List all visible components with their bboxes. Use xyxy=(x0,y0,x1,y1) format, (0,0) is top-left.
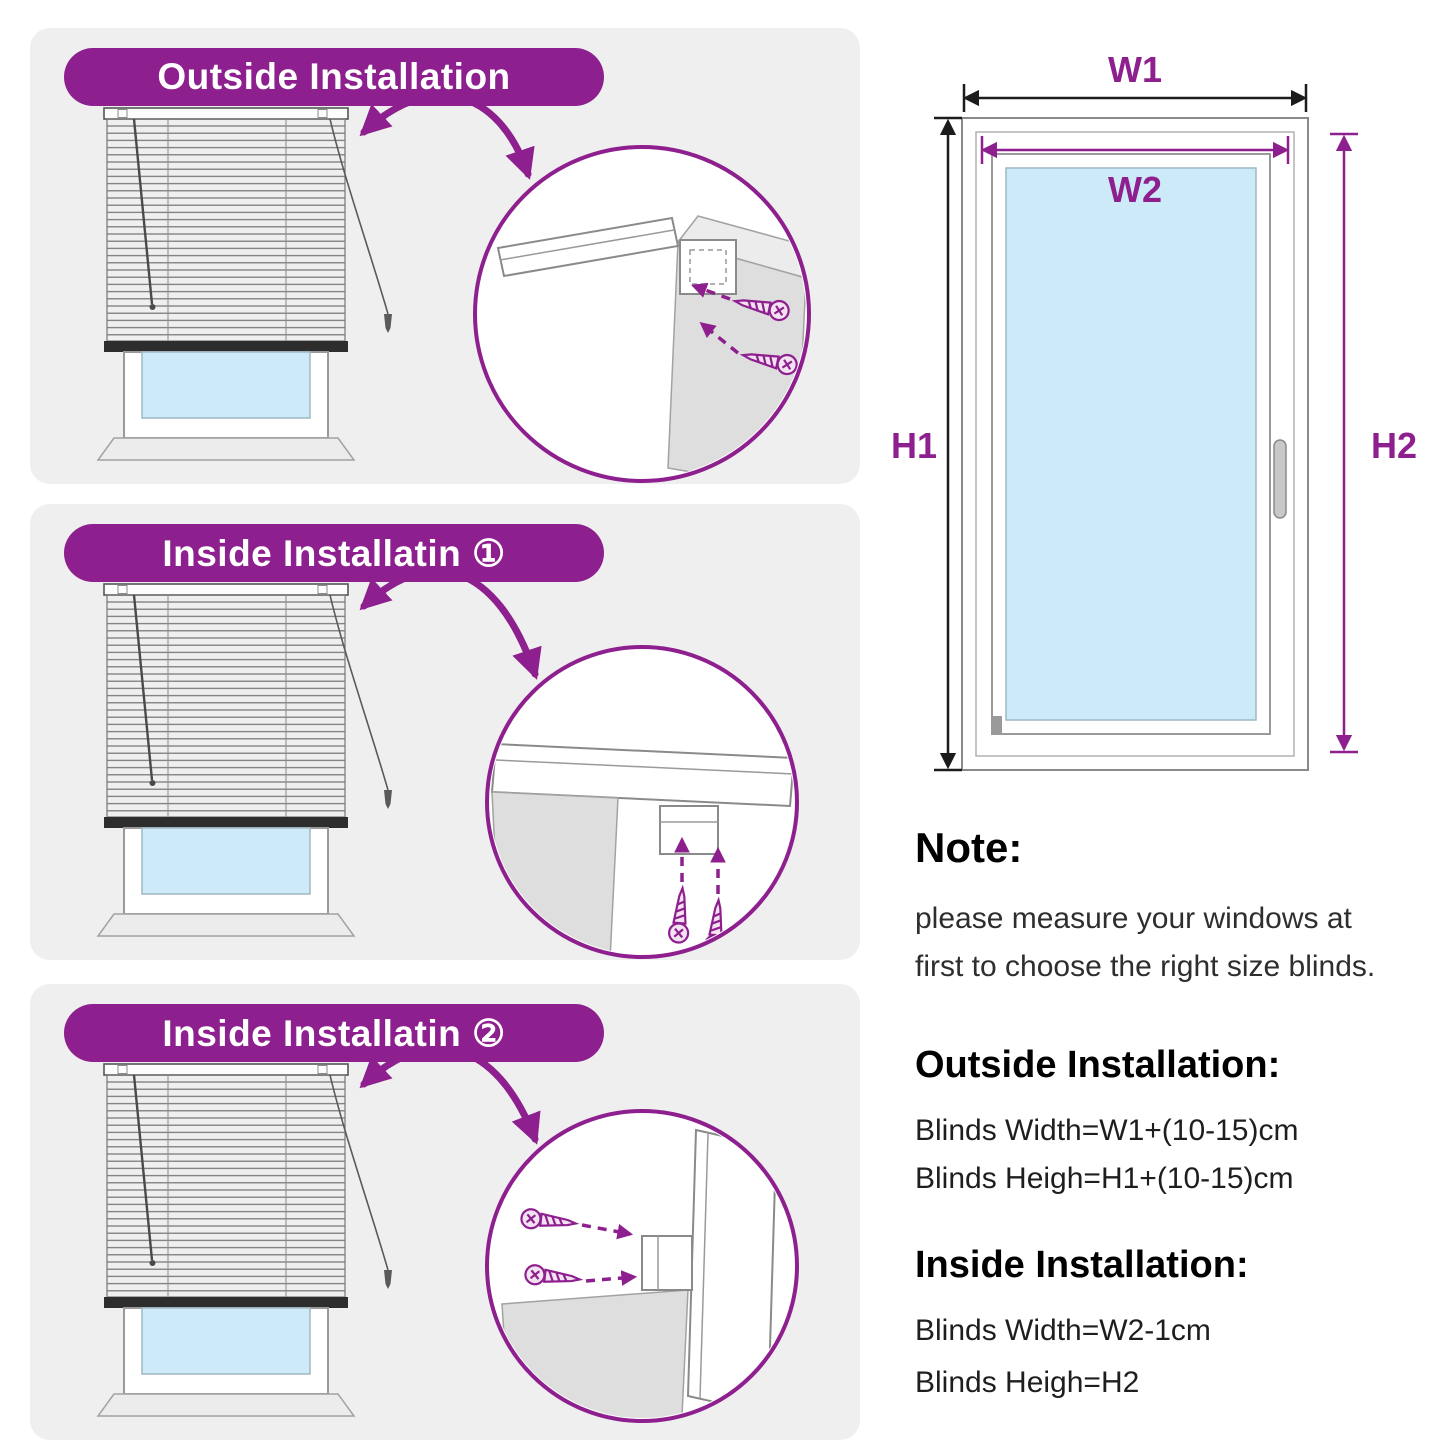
inside-installation-2-illustration xyxy=(96,1044,799,1423)
inside-installation-1-illustration xyxy=(96,567,799,959)
panel-title: Inside Installatin ① xyxy=(162,532,506,574)
inside-height-formula: Blinds Heigh=H2 xyxy=(915,1366,1140,1399)
window-hinge xyxy=(993,716,1002,734)
panel-inside-installation-1: Inside Installatin ① xyxy=(30,504,860,960)
panel-title-banner: Inside Installatin ① xyxy=(64,524,604,582)
panel-outside-installation: Outside Installation xyxy=(30,28,860,484)
w1-label: W1 xyxy=(1108,49,1162,90)
blinds-drawing xyxy=(96,106,394,462)
w2-label: W2 xyxy=(1108,169,1162,210)
bracket-detail-circle xyxy=(485,645,799,959)
dimension-w2: W2 xyxy=(980,136,1290,210)
curved-arrow xyxy=(359,567,542,680)
inside-width-formula: Blinds Width=W2-1cm xyxy=(915,1314,1211,1347)
curved-arrow xyxy=(359,92,535,180)
outside-installation-heading: Outside Installation: xyxy=(915,1044,1281,1086)
screw-direction-arrow xyxy=(581,1223,634,1240)
bracket-detail-circle xyxy=(473,145,811,483)
panel-title-banner: Outside Installation xyxy=(64,48,604,106)
dimension-h1: H1 xyxy=(891,116,962,772)
panel-title: Outside Installation xyxy=(157,56,511,97)
panel-title-banner: Inside Installatin ② xyxy=(64,1004,604,1062)
window-measurement-diagram: W1 W2 H1 H2 xyxy=(891,49,1417,772)
note-line-1: please measure your windows at xyxy=(915,902,1352,935)
window-drawing xyxy=(961,117,1309,771)
h2-label: H2 xyxy=(1371,425,1417,466)
note-heading: Note: xyxy=(915,824,1023,871)
bracket-detail-circle xyxy=(485,1109,799,1423)
dimension-h2: H2 xyxy=(1330,132,1417,754)
outside-installation-illustration xyxy=(96,92,811,483)
note-line-2: first to choose the right size blinds. xyxy=(915,950,1376,983)
blinds-drawing xyxy=(96,582,394,938)
screw-direction-arrow xyxy=(585,1270,638,1286)
inside-installation-heading: Inside Installation: xyxy=(915,1244,1249,1286)
screw-direction-arrow xyxy=(691,282,731,301)
panel-inside-installation-2: Inside Installatin ② xyxy=(30,984,860,1440)
dimension-w1: W1 xyxy=(962,49,1308,112)
blinds-drawing xyxy=(96,1062,394,1418)
screw-direction-arrow xyxy=(699,322,740,355)
outside-height-formula: Blinds Heigh=H1+(10-15)cm xyxy=(915,1162,1294,1195)
panel-title: Inside Installatin ② xyxy=(162,1012,506,1054)
outside-width-formula: Blinds Width=W1+(10-15)cm xyxy=(915,1114,1299,1147)
window-handle xyxy=(1273,439,1287,519)
h1-label: H1 xyxy=(891,425,937,466)
